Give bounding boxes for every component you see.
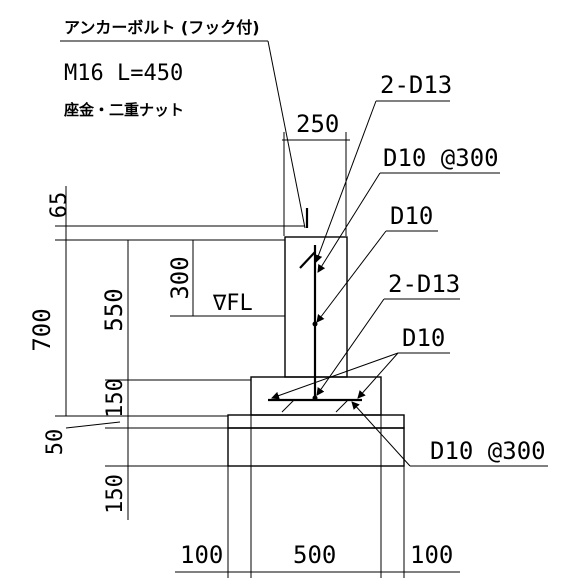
leader-d10-mid — [316, 230, 387, 323]
gravel-bed — [227, 427, 405, 467]
dim-100-left: 100 — [180, 541, 223, 569]
label-slab-bar: D10 @300 — [430, 437, 546, 465]
hatch-1 — [281, 399, 295, 413]
dim-top-width: 250 — [296, 110, 339, 138]
lean-concrete — [227, 414, 405, 429]
label-rebar-top: 2-D13 — [380, 71, 452, 99]
leader-d10-lower-b — [357, 352, 399, 399]
dim-65: 65 — [47, 192, 72, 219]
anchor-leader — [267, 40, 306, 229]
leader-stirrup — [317, 172, 381, 273]
anchor-washer: 座金・二重ナット — [63, 101, 184, 119]
label-d10-mid: D10 — [390, 202, 433, 230]
leader-rebar-top — [314, 100, 377, 263]
anchor-spec: M16 L=450 — [64, 61, 183, 86]
dim-300: 300 — [166, 256, 194, 299]
label-floor-level: ∇FL — [212, 291, 253, 316]
dim-150-footing: 150 — [103, 378, 128, 418]
dim-50-leader — [65, 421, 121, 429]
dim-550: 550 — [100, 288, 128, 331]
dim-500: 500 — [293, 541, 336, 569]
dim-100-right: 100 — [410, 541, 453, 569]
leader-rebar-bottom — [316, 298, 385, 396]
label-d10-lower: D10 — [402, 324, 445, 352]
leader-d10-lower-a — [271, 352, 399, 400]
anchor-title: アンカーボルト (フック付) — [64, 18, 260, 37]
label-stirrup: D10 @300 — [383, 144, 499, 172]
dim-700: 700 — [28, 308, 56, 351]
label-rebar-bottom: 2-D13 — [388, 270, 460, 298]
rebar-hook — [299, 251, 316, 269]
rebar-dot-mid — [312, 321, 318, 327]
dim-50: 50 — [43, 429, 68, 456]
rebar-dot-bottom — [312, 395, 318, 401]
hatch-2 — [335, 399, 349, 413]
dim-150-gravel: 150 — [103, 474, 128, 514]
